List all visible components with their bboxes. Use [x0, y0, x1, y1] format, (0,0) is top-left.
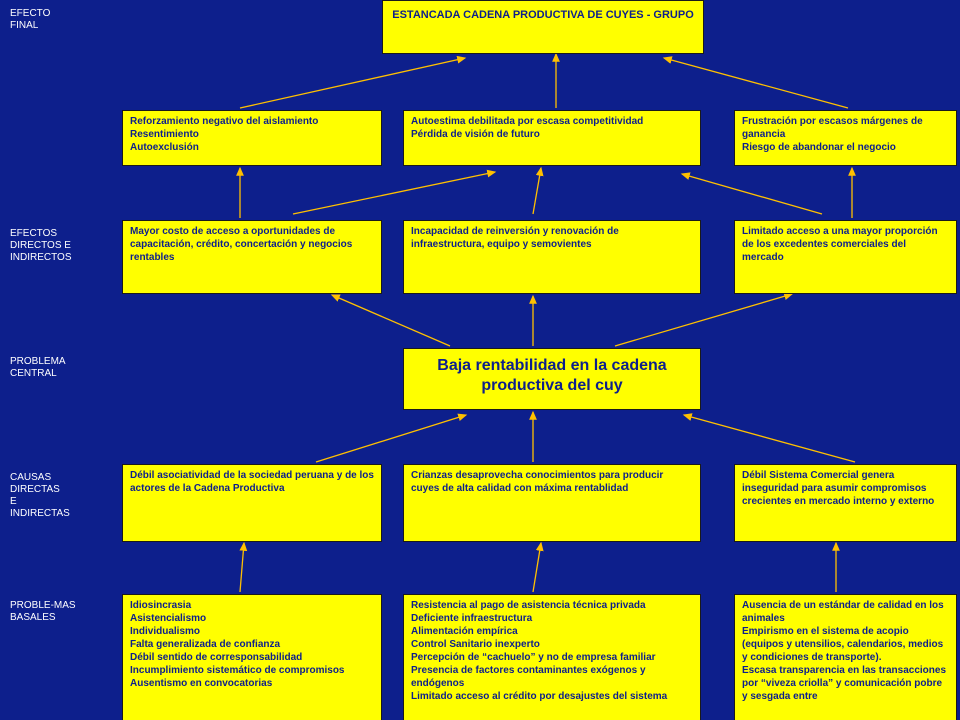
basal-problem-line: Idiosincrasia	[130, 600, 192, 611]
indirect-effect-box-2: Autoestima debilitada por escasa competi…	[403, 110, 701, 166]
arrow	[315, 413, 468, 463]
direct-cause-box-1: Débil asociatividad de la sociedad perua…	[122, 464, 382, 542]
direct-cause-box-2: Crianzas desaprovecha conocimientos para…	[403, 464, 701, 542]
label-causas: CAUSAS DIRECTAS E INDIRECTAS	[10, 472, 70, 519]
label-efectos: EFECTOS DIRECTOS E INDIRECTOS	[10, 228, 72, 263]
basal-problem-line: Débil sentido de corresponsabilidad	[130, 652, 303, 663]
basal-problem-line: Incumplimiento sistemático de compromiso…	[130, 665, 345, 676]
direct-effect-text: Incapacidad de reinversión y renovación …	[411, 226, 619, 250]
central-problem-text: Baja rentabilidad en la cadena productiv…	[437, 357, 667, 394]
basal-problem-box-3: Ausencia de un estándar de calidad en lo…	[734, 594, 957, 720]
direct-effect-text: Limitado acceso a una mayor proporción d…	[742, 226, 938, 263]
basal-problem-line: Ausencia de un estándar de calidad en lo…	[742, 600, 944, 624]
arrow	[532, 166, 544, 215]
direct-effect-box-2: Incapacidad de reinversión y renovación …	[403, 220, 701, 294]
arrow	[614, 292, 794, 347]
label-problema-central: PROBLEMA CENTRAL	[10, 356, 66, 379]
basal-problem-line: Percepción de “cachuelo” y no de empresa…	[411, 652, 656, 663]
final-effect-box: ESTANCADA CADENA PRODUCTIVA DE CUYES - G…	[382, 0, 704, 54]
direct-effect-box-3: Limitado acceso a una mayor proporción d…	[734, 220, 957, 294]
direct-cause-text: Débil Sistema Comercial genera insegurid…	[742, 470, 935, 507]
basal-problem-line: Resistencia al pago de asistencia técnic…	[411, 600, 646, 611]
indirect-effect-line: Autoexclusión	[130, 142, 199, 153]
basal-problem-line: Deficiente infraestructura	[411, 613, 533, 624]
basal-problem-line: Falta generalizada de confianza	[130, 639, 281, 650]
label-efecto-final: EFECTO FINAL	[10, 8, 51, 31]
basal-problem-box-2: Resistencia al pago de asistencia técnic…	[403, 594, 701, 720]
basal-problem-line: Escasa transparencia en las transaccione…	[742, 665, 947, 702]
direct-cause-text: Débil asociatividad de la sociedad perua…	[130, 470, 374, 494]
basal-problem-line: Presencia de factores contaminantes exóg…	[411, 665, 646, 689]
indirect-effect-line: Resentimiento	[130, 129, 199, 140]
indirect-effect-box-1: Reforzamiento negativo del aislamiento R…	[122, 110, 382, 166]
central-problem-box: Baja rentabilidad en la cadena productiv…	[403, 348, 701, 410]
basal-problem-line: Empirismo en el sistema de acopio (equip…	[742, 626, 944, 663]
arrow	[330, 294, 451, 347]
basal-problem-line: Control Sanitario inexperto	[411, 639, 540, 650]
direct-cause-text: Crianzas desaprovecha conocimientos para…	[411, 470, 664, 494]
arrow	[239, 541, 248, 593]
basal-problem-line: Asistencialismo	[130, 613, 207, 624]
indirect-effect-line: Autoestima debilitada por escasa competi…	[411, 116, 644, 127]
arrow	[532, 541, 544, 593]
arrow	[292, 169, 497, 215]
arrow	[682, 413, 856, 463]
basal-problem-line: Individualismo	[130, 626, 201, 637]
indirect-effect-line: Pérdida de visión de futuro	[411, 129, 540, 140]
direct-cause-box-3: Débil Sistema Comercial genera insegurid…	[734, 464, 957, 542]
label-problemas-basales: PROBLE-MAS BASALES	[10, 600, 76, 623]
arrow	[662, 56, 849, 109]
basal-problem-line: Alimentación empírica	[411, 626, 518, 637]
final-effect-text: ESTANCADA CADENA PRODUCTIVA DE CUYES - G…	[392, 9, 694, 21]
indirect-effect-line: Riesgo de abandonar el negocio	[742, 142, 896, 153]
arrow	[239, 55, 467, 109]
indirect-effect-line: Reforzamiento negativo del aislamiento	[130, 116, 319, 127]
indirect-effect-box-3: Frustración por escasos márgenes de gana…	[734, 110, 957, 166]
indirect-effect-line: Frustración por escasos márgenes de gana…	[742, 116, 923, 140]
direct-effect-box-1: Mayor costo de acceso a oportunidades de…	[122, 220, 382, 294]
basal-problem-line: Limitado acceso al crédito por desajuste…	[411, 691, 668, 702]
basal-problem-box-1: Idiosincrasia Asistencialismo Individual…	[122, 594, 382, 720]
arrow	[680, 172, 823, 215]
basal-problem-line: Ausentismo en convocatorias	[130, 678, 273, 689]
direct-effect-text: Mayor costo de acceso a oportunidades de…	[130, 226, 353, 263]
